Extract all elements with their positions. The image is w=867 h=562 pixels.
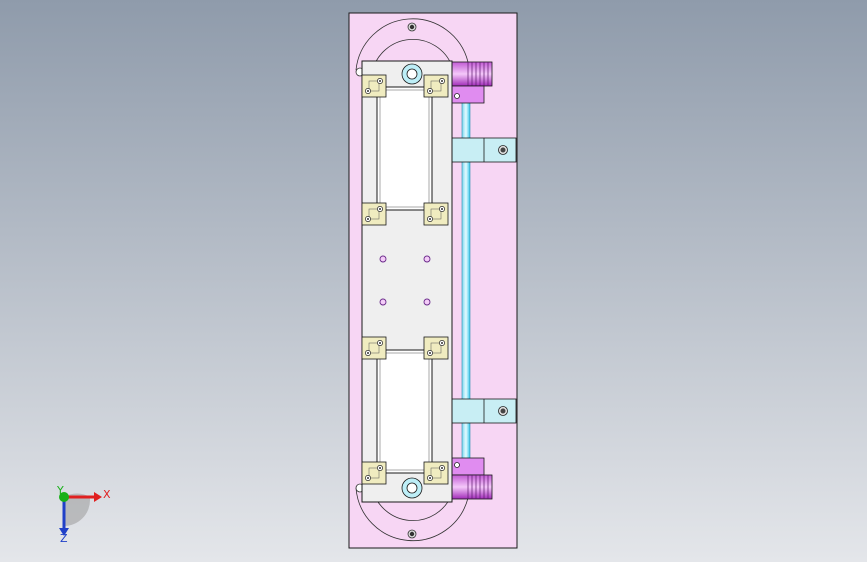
axis-y-label: Y	[56, 484, 64, 497]
triad-origin	[59, 492, 69, 502]
coordinate-triad: X Y Z	[56, 484, 111, 545]
clamp-block[interactable]	[361, 74, 387, 98]
upper-bracket[interactable]	[451, 137, 517, 163]
axis-x-label: X	[103, 488, 111, 501]
clamp-block[interactable]	[423, 461, 449, 485]
bottom-pulley-hub[interactable]	[401, 477, 423, 499]
upper-fixture[interactable]	[376, 86, 433, 211]
clamp-blocks[interactable]	[361, 74, 449, 485]
clamp-block[interactable]	[361, 461, 387, 485]
clamp-block[interactable]	[423, 202, 449, 226]
assembly-model[interactable]	[348, 12, 518, 549]
clamp-block[interactable]	[361, 202, 387, 226]
clamp-block[interactable]	[423, 336, 449, 360]
clamp-block[interactable]	[423, 74, 449, 98]
lower-bracket[interactable]	[451, 398, 517, 424]
clamp-block[interactable]	[361, 336, 387, 360]
bottom-gear[interactable]	[451, 457, 493, 500]
triad-shadow	[64, 493, 90, 526]
top-gear[interactable]	[451, 61, 493, 104]
lower-fixture[interactable]	[376, 349, 433, 474]
top-pulley-hub[interactable]	[401, 63, 423, 85]
axis-z-label: Z	[60, 532, 68, 545]
mounting-holes	[379, 255, 431, 306]
